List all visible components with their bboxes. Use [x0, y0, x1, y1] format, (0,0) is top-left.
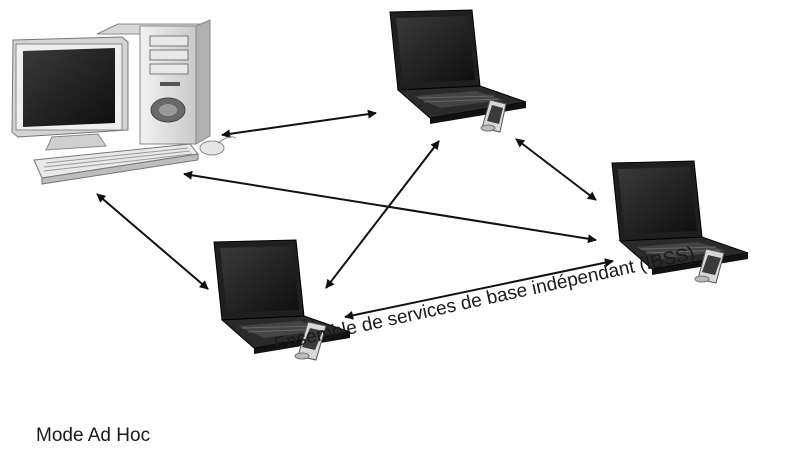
link-laptop-top-laptop-bottom: [325, 140, 440, 289]
laptop-top-icon: [389, 9, 527, 133]
monitor: [11, 36, 129, 151]
desktop-computer-icon: [11, 19, 237, 185]
link-laptop-bottom-laptop-right: [344, 258, 614, 320]
tower-case: [96, 19, 211, 145]
pda-icon: [294, 321, 327, 361]
keyboard: [33, 143, 199, 185]
link-desktop-laptop-top: [221, 109, 377, 139]
link-desktop-laptop-right: [183, 170, 597, 244]
pda-icon: [694, 248, 725, 284]
mode-ad-hoc-label: Mode Ad Hoc: [36, 425, 151, 446]
laptop-bottom-icon: [213, 239, 351, 361]
pda-icon: [480, 99, 507, 133]
link-laptop-top-laptop-right: [515, 138, 597, 201]
laptop-right-icon: [611, 160, 749, 284]
link-arrows: [96, 109, 614, 320]
link-desktop-laptop-bottom: [96, 193, 209, 290]
mouse-icon: [199, 140, 225, 156]
